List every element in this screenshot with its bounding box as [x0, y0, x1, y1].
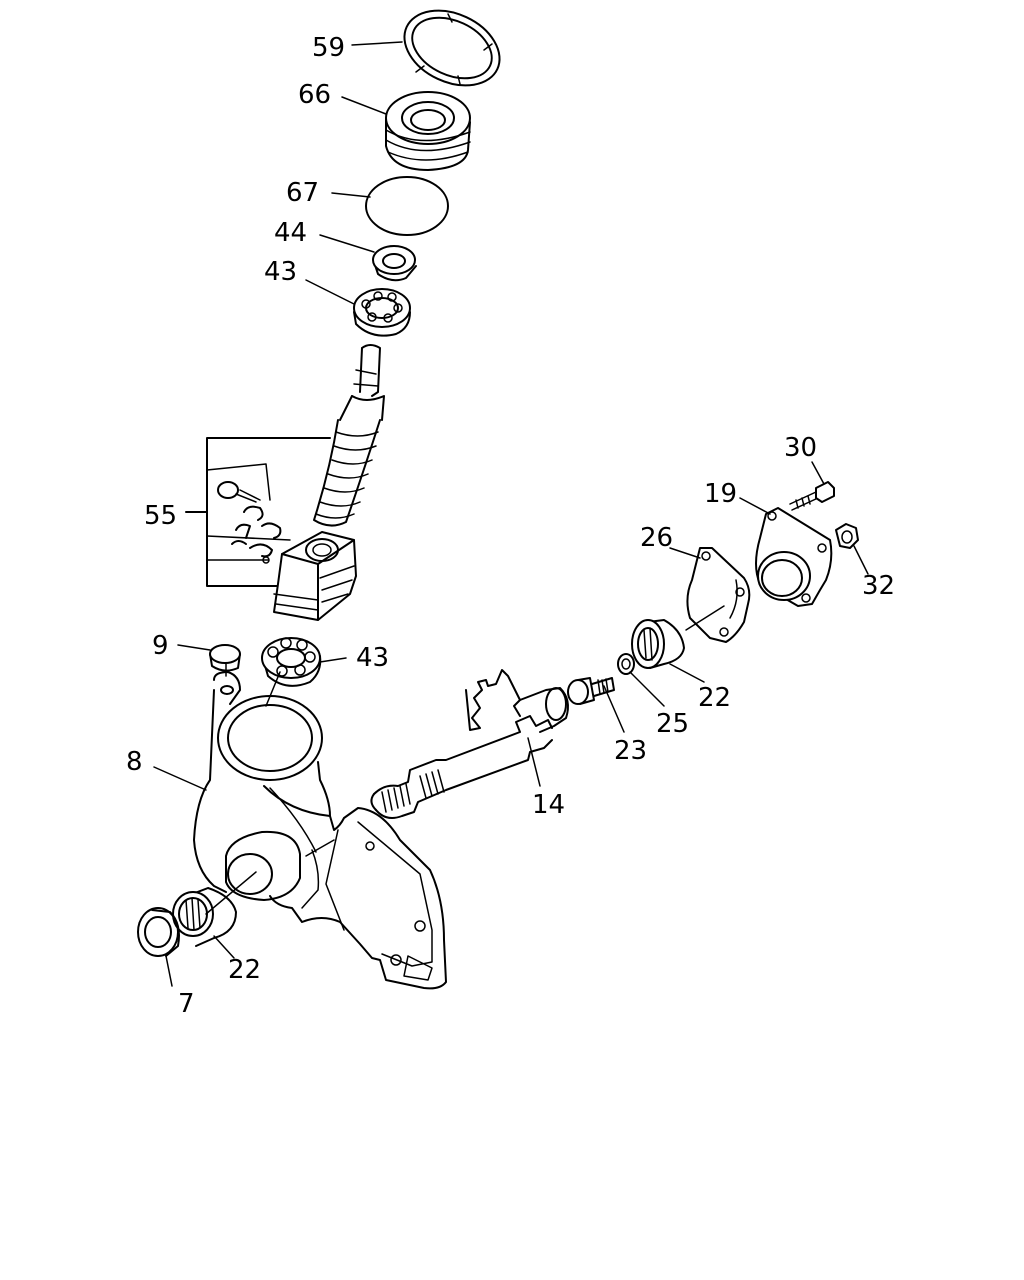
part-9-plug [209, 644, 241, 672]
part-22-right-needle-bearing [631, 619, 685, 669]
label-30: 30 [784, 433, 817, 463]
part-43-upper-bearing [353, 288, 411, 337]
label-22-left: 22 [228, 955, 261, 985]
part-66-adjuster-plug [385, 91, 471, 171]
label-9: 9 [152, 631, 169, 661]
part-25-washer [617, 653, 635, 675]
part-30-bolt [789, 481, 835, 511]
label-7: 7 [178, 989, 195, 1019]
label-55: 55 [144, 501, 177, 531]
label-43-upper: 43 [264, 257, 297, 287]
kit-screw [217, 481, 261, 503]
assembly-lines [205, 605, 725, 915]
label-8: 8 [126, 747, 143, 777]
label-67: 67 [286, 178, 319, 208]
kit-ball-nut [273, 531, 357, 621]
leader-lines [153, 41, 869, 987]
part-22-left-needle-bearing [172, 887, 237, 947]
kit-clips [231, 505, 282, 564]
part-14-sector-shaft [370, 669, 569, 819]
label-25: 25 [656, 709, 689, 739]
label-32: 32 [862, 571, 895, 601]
part-43-lower-bearing [261, 637, 322, 687]
part-8-housing [193, 671, 447, 990]
part-55-ball-nut-kit [185, 437, 357, 621]
label-22-right: 22 [698, 683, 731, 713]
part-26-gasket [686, 547, 751, 643]
label-14: 14 [532, 790, 565, 820]
part-44-seal [372, 245, 417, 282]
label-23: 23 [614, 736, 647, 766]
part-7-oil-seal [137, 907, 180, 957]
label-59: 59 [312, 33, 345, 63]
label-66: 66 [298, 80, 331, 110]
part-23-adjusting-screw [567, 677, 615, 705]
label-19: 19 [704, 479, 737, 509]
label-44: 44 [274, 218, 307, 248]
part-59-lock-ring [403, 9, 501, 87]
part-67-o-ring [365, 176, 449, 236]
part-32-nut [835, 523, 859, 549]
callout-labels: 59 66 67 44 43 55 9 43 8 7 22 14 23 25 2… [126, 33, 895, 1019]
label-26: 26 [640, 523, 673, 553]
part-19-side-cover [755, 507, 833, 607]
label-43-lower: 43 [356, 643, 389, 673]
worm-shaft [313, 344, 385, 527]
